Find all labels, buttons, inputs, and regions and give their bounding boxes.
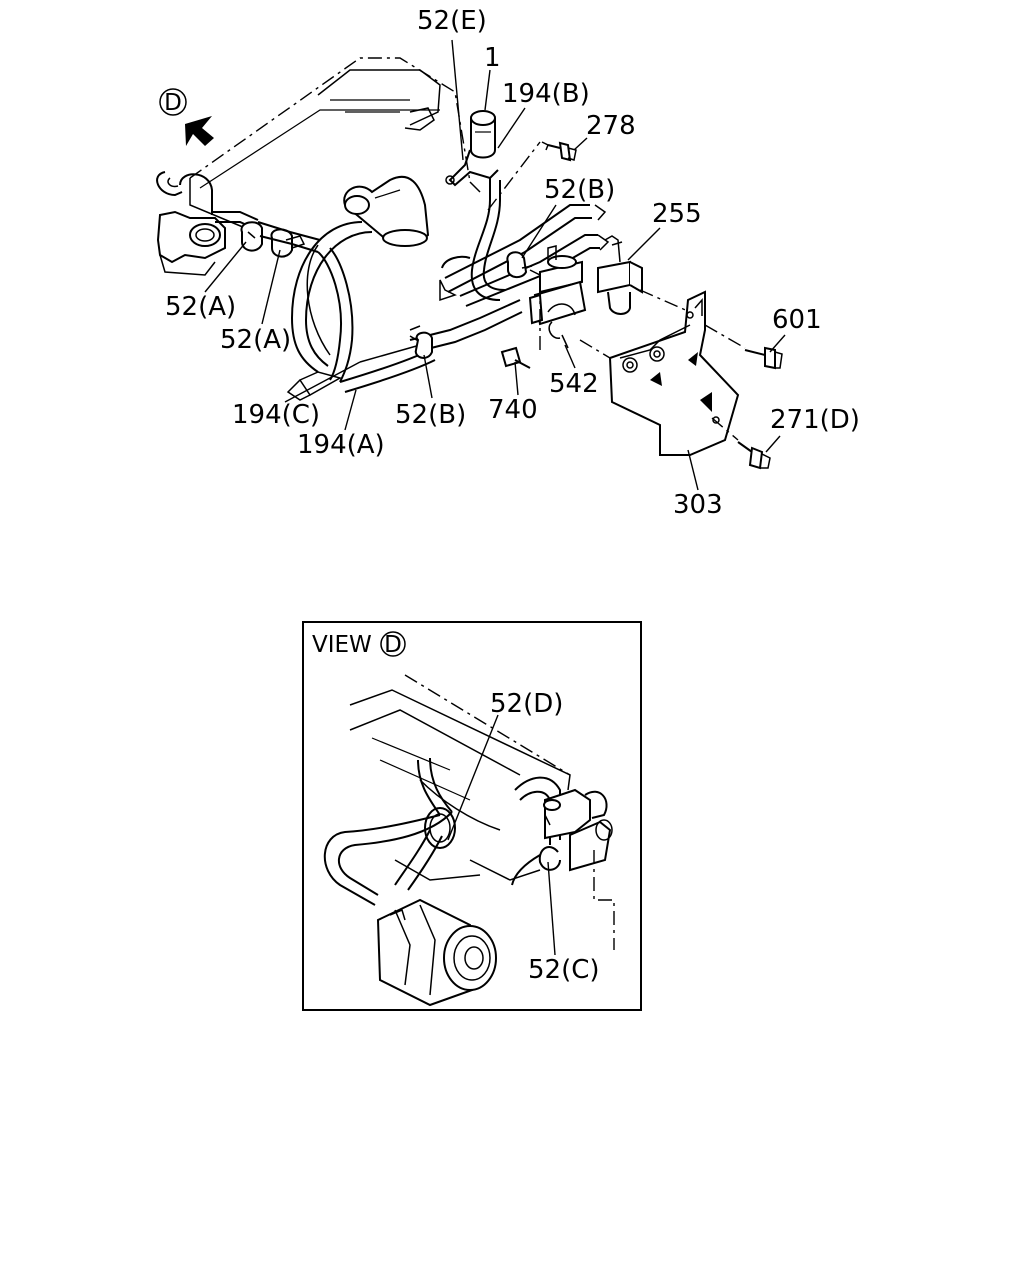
hose-lower-run	[409, 299, 523, 359]
inset-fitting	[538, 788, 615, 950]
inset-engine	[349, 674, 571, 881]
callout-740: 740	[488, 395, 538, 425]
inset-title-marker: D	[384, 632, 402, 658]
callout-255: 255	[652, 199, 702, 229]
callout-52a-2: 52(A)	[220, 325, 291, 355]
inset-clamp-52d	[424, 807, 456, 849]
callout-1: 1	[484, 43, 501, 73]
callout-52c: 52(C)	[528, 955, 600, 985]
intake-elbow	[343, 175, 430, 247]
inset-hoses	[323, 757, 561, 906]
leader-lines	[204, 39, 786, 491]
inset-title: VIEW	[312, 632, 372, 658]
callout-194c: 194(C)	[232, 400, 320, 430]
inset-leader-lines	[447, 714, 556, 956]
view-direction-arrow-icon	[185, 116, 214, 146]
inset-pump	[376, 898, 497, 1007]
thermostat-housing	[156, 171, 259, 276]
callout-52b-bottom: 52(B)	[395, 400, 466, 430]
callout-303: 303	[673, 490, 723, 520]
bolt-271d	[737, 441, 771, 470]
inset-frame	[302, 621, 642, 1011]
clamp-52b-top	[506, 251, 533, 278]
callout-52b-top: 52(B)	[544, 175, 615, 205]
inset-title-marker-circle	[380, 631, 406, 657]
view-d-marker: D	[159, 88, 214, 146]
callout-194b: 194(B)	[502, 79, 590, 109]
bolt-740	[500, 346, 531, 369]
clamp-52a-pair	[240, 221, 321, 258]
callout-278: 278	[586, 111, 636, 141]
callout-194a: 194(A)	[297, 430, 385, 460]
callout-52d: 52(D)	[490, 689, 563, 719]
callout-542: 542	[549, 369, 599, 399]
callout-52a-1: 52(A)	[165, 292, 236, 322]
vsv-542	[528, 245, 587, 349]
hose-194c-194a	[286, 221, 436, 401]
bolt-278	[541, 141, 577, 162]
engine-block	[189, 57, 481, 231]
assembly-centerlines	[487, 141, 746, 441]
callout-52e: 52(E)	[417, 6, 487, 36]
bracket-303	[608, 290, 740, 456]
main-callouts: 52(E) 1 194(B) 278 52(B) 255 52(A) 52(A)…	[165, 6, 860, 520]
callout-601: 601	[772, 305, 822, 335]
vsv-255	[597, 235, 643, 315]
view-d-marker-letter: D	[164, 90, 182, 116]
bolt-601	[744, 346, 783, 370]
inset-view: VIEW D	[302, 621, 642, 1011]
main-view: D	[156, 6, 860, 520]
vacuum-tank	[445, 110, 499, 187]
callout-271d: 271(D)	[770, 405, 860, 435]
